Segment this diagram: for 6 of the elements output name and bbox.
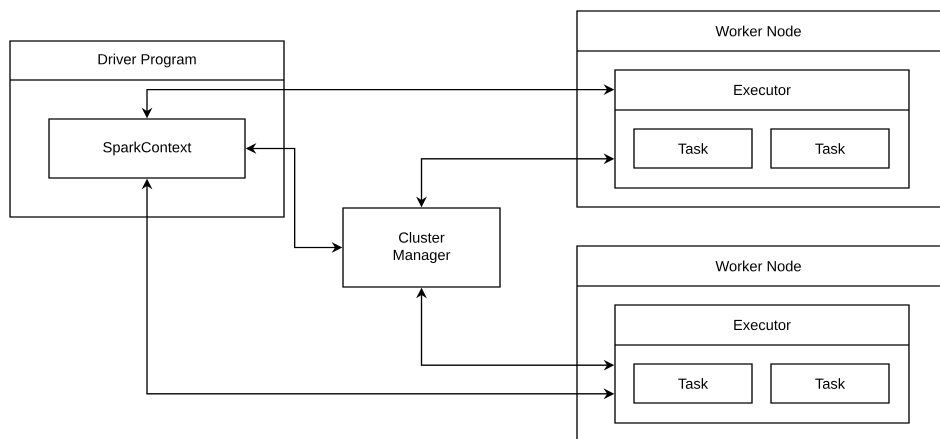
context-box: SparkContext: [48, 118, 246, 179]
task-box: Task: [633, 128, 753, 169]
task-box: Task: [770, 128, 890, 169]
manager-box: Cluster Manager: [342, 207, 501, 288]
task-box: Task: [770, 363, 890, 404]
task-box: Task: [633, 363, 753, 404]
